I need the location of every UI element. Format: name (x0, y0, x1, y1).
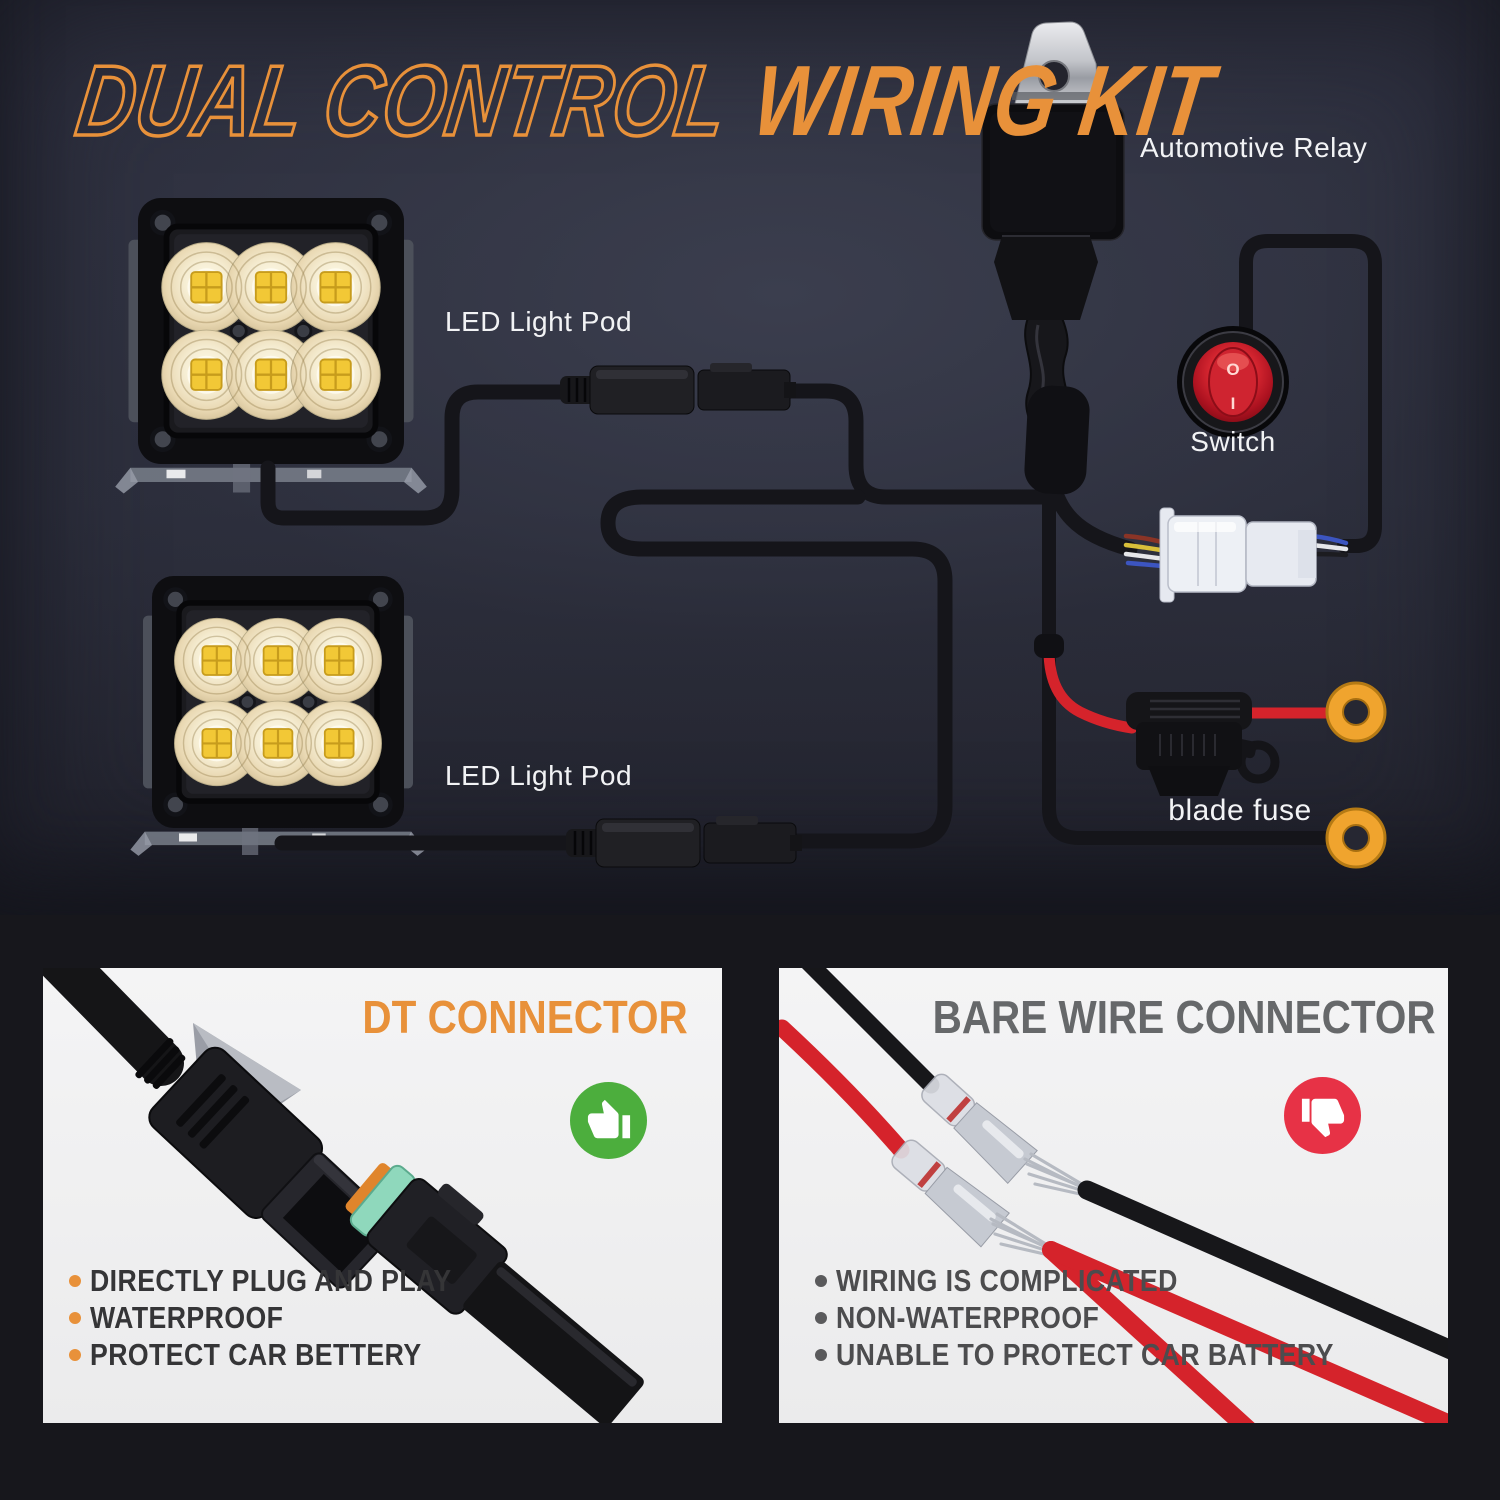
switch-marking-on: I (1231, 394, 1236, 413)
dt-connector-photo (43, 968, 644, 1423)
feature-text: WATERPROOF (90, 1299, 284, 1335)
power-wires (1043, 644, 1338, 734)
bare-wire-red-run (1042, 1241, 1448, 1423)
feature-item: WATERPROOF (69, 1299, 510, 1336)
dt-female-connector (345, 1163, 644, 1423)
switch-label: Switch (1190, 426, 1276, 457)
bullet-dot (69, 1311, 81, 1324)
led-light-pod-bottom (130, 576, 425, 856)
rocker-switch: O I (1177, 326, 1289, 438)
bare-wire-photo (779, 968, 1448, 1423)
bullet-dot (815, 1274, 827, 1287)
spade-terminal-black (921, 1073, 1038, 1185)
bare-wire-panel: BARE WIRE CONNECTOR WIRING IS COMPLICATE… (779, 968, 1448, 1423)
wire-ground (1042, 465, 1337, 845)
switch-connector (1159, 507, 1317, 603)
feature-item: PROTECT CAR BETTERY (69, 1336, 510, 1373)
feature-item: WIRING IS COMPLICATED (815, 1262, 1415, 1299)
feature-item: DIRECTLY PLUG AND PLAY (69, 1262, 510, 1299)
feature-text: NON-WATERPROOF (836, 1299, 1100, 1335)
led-pod-label-bottom: LED Light Pod (445, 760, 633, 791)
ring-terminal-positive (1325, 681, 1387, 743)
bullet-dot (815, 1311, 827, 1324)
thumbs-down-badge (1284, 1077, 1361, 1154)
harness-junction (1024, 385, 1090, 495)
blade-fuse-holder (1126, 692, 1280, 796)
bullet-dot (69, 1274, 81, 1287)
feature-text: PROTECT CAR BETTERY (90, 1336, 422, 1372)
dt-connector-panel: DT CONNECTOR DIRECTLY PLUG AND PLAY WATE… (43, 968, 722, 1423)
feature-text: DIRECTLY PLUG AND PLAY (90, 1262, 452, 1298)
wire-pod1 (260, 384, 574, 526)
ring-terminal-negative (1325, 807, 1387, 869)
bare-wire-heading: BARE WIRE CONNECTOR (932, 991, 1436, 1043)
dt-connector-heading: DT CONNECTOR (362, 991, 688, 1043)
spade-terminal-red (891, 1139, 1010, 1248)
thumbs-up-badge (570, 1082, 647, 1159)
bullet-dot (69, 1348, 81, 1361)
harness-wires (260, 234, 1382, 851)
feature-text: WIRING IS COMPLICATED (836, 1262, 1178, 1298)
bullet-dot (815, 1348, 827, 1361)
dt-connector-features: DIRECTLY PLUG AND PLAY WATERPROOF PROTEC… (69, 1262, 510, 1373)
title-outlined-text: DUAL CONTROL (69, 43, 736, 158)
wire-power-in (1043, 644, 1138, 734)
automotive-relay (981, 21, 1125, 320)
feature-text: UNABLE TO PROTECT CAR BATTERY (836, 1336, 1334, 1372)
dt-connector-top (558, 361, 798, 416)
wire-switch-loop (1239, 234, 1382, 553)
led-pod-label-top: LED Light Pod (445, 306, 633, 337)
relay-bracket-hole (1038, 60, 1070, 92)
wiring-diagram-art: O I (0, 21, 1387, 869)
relay-label: Automotive Relay (1140, 132, 1368, 163)
dt-connector-bottom (564, 814, 804, 869)
feature-item: UNABLE TO PROTECT CAR BATTERY (815, 1336, 1415, 1373)
led-light-pod-top (115, 198, 427, 493)
wire-loop-to-pod2 (600, 489, 953, 849)
thumbs-up-icon (587, 1099, 630, 1138)
bare-wire-black (1023, 1152, 1448, 1359)
wire-dt1-to-junction (782, 383, 1054, 505)
switch-marking-off: O (1226, 360, 1239, 379)
thumbs-down-icon (1301, 1098, 1344, 1137)
fuse-label: blade fuse (1168, 794, 1312, 827)
bare-wire-features: WIRING IS COMPLICATED NON-WATERPROOF UNA… (815, 1262, 1415, 1373)
feature-item: NON-WATERPROOF (815, 1299, 1415, 1336)
